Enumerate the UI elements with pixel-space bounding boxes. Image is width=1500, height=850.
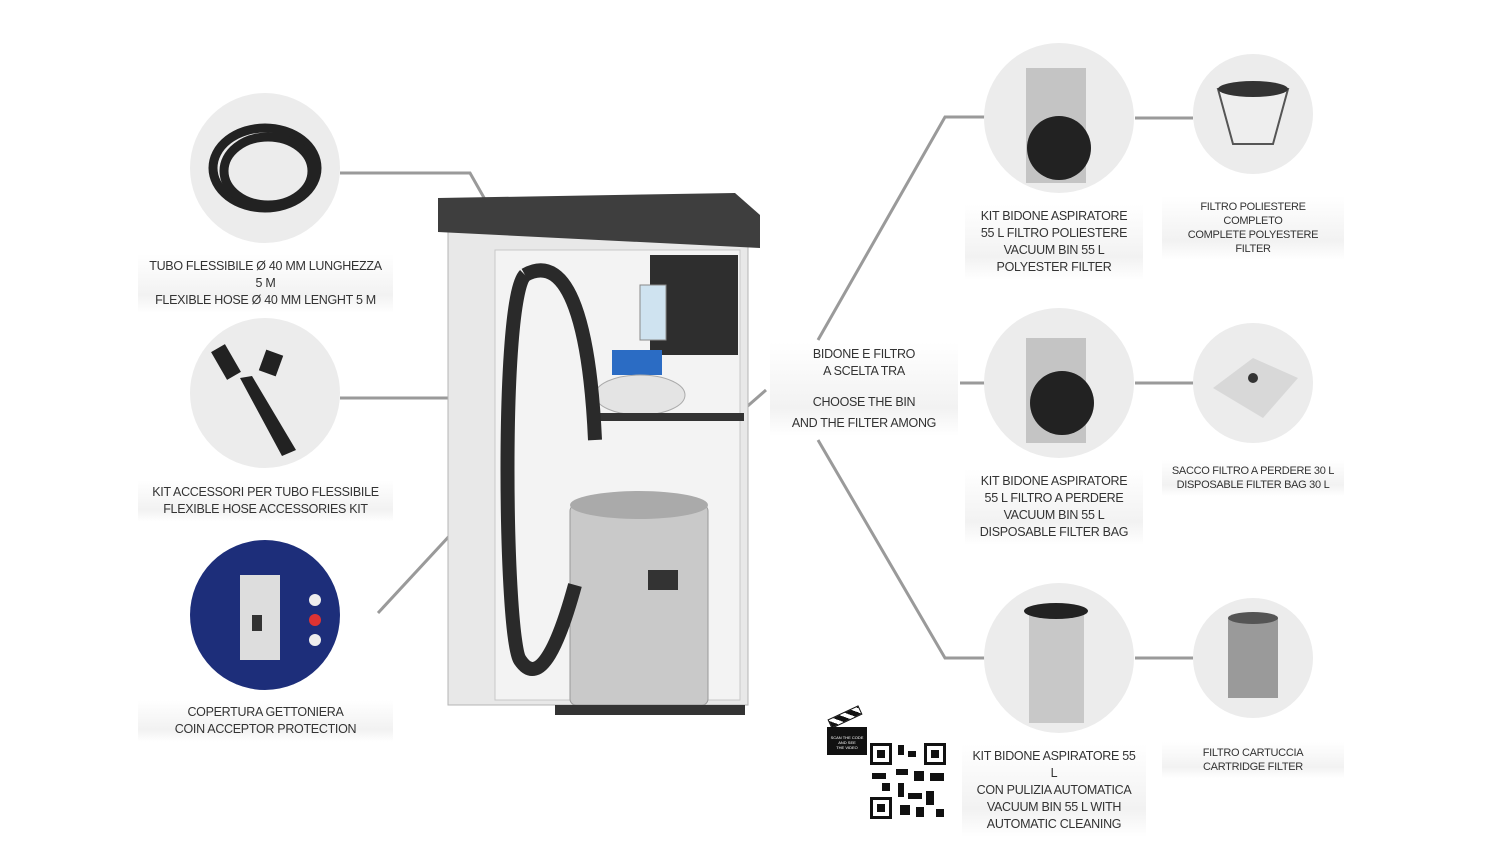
- label-line: SACCO FILTRO A PERDERE 30 l: [1171, 465, 1335, 477]
- label-line: AUTOMATIC CLEANING: [986, 817, 1122, 831]
- label-line: CARTRIDGE FILTER: [1203, 761, 1303, 773]
- label-line: VACUUM BIN 55 l WITH: [986, 800, 1122, 814]
- label-line: FILTRO CARTUCCIA: [1202, 747, 1304, 759]
- qr-code[interactable]: [870, 743, 946, 819]
- label-line: POLYESTER FILTER: [996, 260, 1112, 274]
- filter-bag-icon: [1213, 358, 1298, 418]
- hose-label: TUBO FLESSIBILE Ø 40 mm LUNGHEZZA 5 m FLE…: [138, 254, 393, 313]
- coin-acceptor-image: [190, 540, 340, 690]
- hose-accessories-image: [190, 318, 340, 468]
- label-line: COMPLETE POLYESTERE FILTER: [1187, 229, 1319, 255]
- label-line: DISPOSABLE FILTER BAG: [979, 525, 1129, 539]
- bin-disposable-label: KIT BIDONE ASPIRATORE 55 l FILTRO A PERDE…: [965, 469, 1143, 545]
- hose-accessories-label: KIT ACCESSORI PER TUBO FLESSIBILE FLEXIBL…: [138, 480, 393, 522]
- label-line: TUBO FLESSIBILE Ø 40 mm LUNGHEZZA 5 m: [149, 259, 382, 290]
- clapper-text: SCAN THE CODE: [830, 735, 864, 740]
- label-line: CHOOSE THE BIN: [812, 395, 916, 409]
- label-line: 55 l FILTRO A PERDERE: [984, 491, 1124, 505]
- coin-acceptor-label: COPERTURA GETTONIERA COIN ACCEPTOR PROTEC…: [138, 700, 393, 742]
- clapper-text: AND SEE: [838, 740, 856, 745]
- bin-autoclean-label: KIT BIDONE ASPIRATORE 55 l CON PULIZIA AU…: [962, 744, 1146, 837]
- label-line: CON PULIZIA AUTOMATICA: [976, 783, 1132, 797]
- filter-bag-image: [1193, 323, 1313, 443]
- bin-polyester-label: KIT BIDONE ASPIRATORE 55 l FILTRO POLIEST…: [965, 204, 1143, 280]
- label-line: FLEXIBLE HOSE ACCESSORIES KIT: [163, 502, 368, 516]
- vacuum-machine-illustration: [438, 193, 760, 715]
- choose-bin-label: BIDONE E FILTRO A SCELTA TRA CHOOSE THE B…: [770, 342, 958, 436]
- polyester-filter-icon: [1216, 81, 1290, 145]
- bin-icon: [1024, 603, 1088, 723]
- label-line: FILTRO POLIESTERE COMPLETO: [1200, 201, 1306, 227]
- bin-icon: [1026, 338, 1094, 443]
- filter-bag-label: SACCO FILTRO A PERDERE 30 l DISPOSABLE FI…: [1162, 460, 1344, 496]
- cartridge-filter-image: [1193, 598, 1313, 718]
- label-line: COPERTURA GETTONIERA: [187, 705, 344, 719]
- clapper-text: THE VIDEO: [836, 745, 858, 750]
- hose-icon: [208, 123, 322, 213]
- coin-acceptor-icon: [240, 575, 321, 660]
- bin-icon: [1026, 68, 1091, 183]
- label-line: DISPOSABLE FILTER BAG 30 l: [1176, 479, 1330, 491]
- hose-accessories-icon: [211, 344, 296, 456]
- label-line: AND THE FILTER AMONG: [791, 416, 937, 430]
- label-line: KIT BIDONE ASPIRATORE: [980, 209, 1128, 223]
- label-line: VACUUM BIN 55 l: [1003, 508, 1105, 522]
- cartridge-filter-icon: [1228, 612, 1278, 698]
- label-line: BIDONE E FILTRO: [812, 347, 916, 361]
- bin-disposable-image: [984, 308, 1134, 458]
- cartridge-filter-label: FILTRO CARTUCCIA CARTRIDGE FILTER: [1162, 742, 1344, 778]
- label-line: VACUUM BIN 55 l: [1003, 243, 1105, 257]
- label-line: A SCELTA TRA: [823, 364, 905, 378]
- bin-polyester-image: [984, 43, 1134, 193]
- label-line: KIT BIDONE ASPIRATORE: [980, 474, 1128, 488]
- hose-image: [190, 93, 340, 243]
- label-line: KIT ACCESSORI PER TUBO FLESSIBILE: [152, 485, 379, 499]
- label-line: KIT BIDONE ASPIRATORE 55 l: [972, 749, 1136, 780]
- label-line: COIN ACCEPTOR PROTECTION: [174, 722, 357, 736]
- label-line: 55 l FILTRO POLIESTERE: [980, 226, 1128, 240]
- polyester-filter-image: [1193, 54, 1313, 174]
- label-line: FLEXIBLE HOSE Ø 40 mm LENGHT 5 m: [155, 293, 376, 307]
- bin-autoclean-image: [984, 583, 1134, 733]
